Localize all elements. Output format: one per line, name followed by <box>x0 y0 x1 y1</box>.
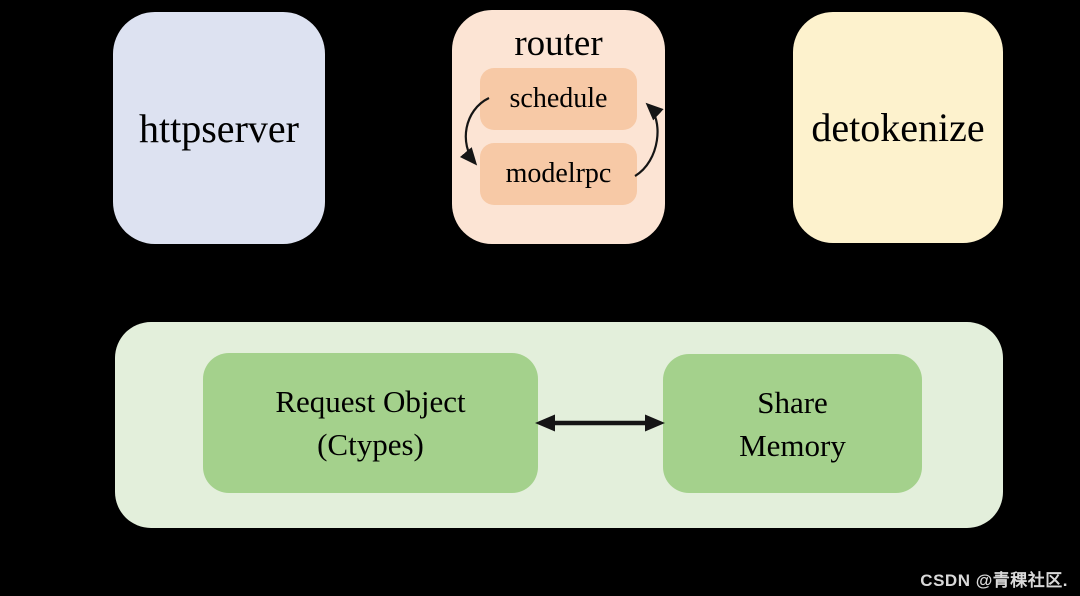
modelrpc-block: modelrpc <box>480 143 637 205</box>
router-title: router <box>514 23 603 64</box>
modelrpc-label: modelrpc <box>505 158 612 189</box>
router-block: router schedule modelrpc <box>452 10 665 244</box>
httpserver-block: httpserver <box>113 12 325 244</box>
bidirectional-arrow-icon <box>535 414 665 432</box>
share-memory-label-line2: Memory <box>739 427 846 463</box>
csdn-watermark: CSDN @青稞社区. <box>920 571 1068 590</box>
request-object-label-line1: Request Object <box>275 384 466 419</box>
share-memory-block: Share Memory <box>663 354 922 493</box>
schedule-label: schedule <box>509 83 608 114</box>
httpserver-label: httpserver <box>139 105 299 151</box>
request-object-block: Request Object (Ctypes) <box>203 353 538 493</box>
detokenize-label: detokenize <box>811 105 985 150</box>
detokenize-block: detokenize <box>793 12 1003 243</box>
request-object-label-line2: (Ctypes) <box>317 427 424 462</box>
share-memory-label-line1: Share <box>757 384 828 420</box>
schedule-block: schedule <box>480 68 637 130</box>
cycle-arrow-right-icon <box>634 102 664 177</box>
shared-memory-container: Request Object (Ctypes) Share Memory <box>115 322 1003 528</box>
